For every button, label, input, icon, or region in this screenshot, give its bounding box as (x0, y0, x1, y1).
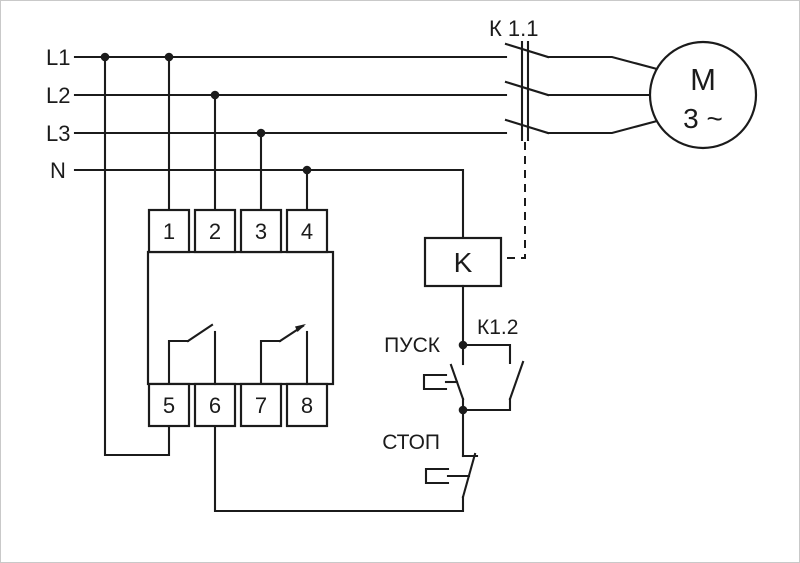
contact-fixed-lead (167, 339, 190, 386)
contactor-coil-box (423, 236, 503, 288)
contact-arrow (295, 324, 306, 332)
contactor-letter: K (454, 247, 473, 278)
junction-dots (100, 52, 468, 415)
terminal-box (147, 208, 191, 254)
contactor-coil: K (423, 236, 503, 347)
junction-dot (458, 340, 468, 350)
junction-dot (100, 52, 110, 62)
phase-labels: L1 L2 L3 N (46, 45, 70, 183)
relay-body (146, 250, 335, 386)
motor: M 3 ~ (648, 40, 758, 150)
terminal-number: 7 (255, 393, 267, 418)
terminal-number: 3 (255, 219, 267, 244)
terminal-box (285, 382, 329, 428)
stop-button-cap (424, 467, 450, 485)
aux-upper-lead (461, 343, 512, 365)
terminal-box (239, 382, 283, 428)
terminal-number: 8 (301, 393, 313, 418)
wire-l3-to-motor (546, 119, 659, 135)
terminal-number: 1 (163, 219, 175, 244)
motor-feed-wires (546, 55, 659, 135)
phase-label-l1: L1 (46, 45, 70, 70)
wire-l1-to-terminal-5 (103, 55, 171, 457)
junction-dot (458, 405, 468, 415)
terminal-number: 2 (209, 219, 221, 244)
start-button-cap (422, 373, 448, 391)
contact-fixed-lead (259, 339, 282, 386)
terminal-number: 4 (301, 219, 313, 244)
stop-button-label: СТОП (382, 431, 440, 454)
terminal-box (285, 208, 329, 254)
terminal-box (193, 208, 237, 254)
terminal-box (147, 382, 191, 428)
start-button-label: ПУСК (384, 334, 441, 357)
junction-dot (164, 52, 174, 62)
terminal-number: 5 (163, 393, 175, 418)
main-contact-label: К 1.1 (489, 16, 539, 41)
aux-contact-label: К1.2 (477, 316, 518, 339)
stop-circuit: СТОП (382, 408, 479, 499)
internal-contact-7-8 (259, 324, 309, 386)
internal-contact-5-6 (167, 323, 217, 386)
mechanical-link-dashed (501, 142, 526, 259)
aux-lower-lead (461, 397, 512, 412)
wire-n (73, 168, 465, 240)
junction-dot (302, 165, 312, 175)
motor-letter: M (690, 62, 716, 97)
wire-l1-to-motor (546, 55, 659, 71)
terminal-number: 6 (209, 393, 221, 418)
phase-label-l2: L2 (46, 83, 70, 108)
terminal-box (239, 208, 283, 254)
junction-dot (210, 90, 220, 100)
contact-blade (508, 360, 525, 401)
supply-wires (73, 55, 508, 240)
motor-circle (648, 40, 758, 150)
phase-label-n: N (50, 158, 66, 183)
wire-stop-to-terminal-6 (213, 424, 465, 513)
terminal-drop-wires (103, 55, 465, 513)
start-circuit: ПУСК К1.2 (384, 316, 525, 412)
relay-device: 1 2 3 4 5 6 7 8 (146, 208, 335, 428)
junction-dot (256, 128, 266, 138)
main-contact-k11: К 1.1 (489, 16, 550, 259)
phase-label-l3: L3 (46, 121, 70, 146)
contact-blade (186, 323, 214, 343)
motor-phase-label: 3 ~ (683, 103, 723, 134)
